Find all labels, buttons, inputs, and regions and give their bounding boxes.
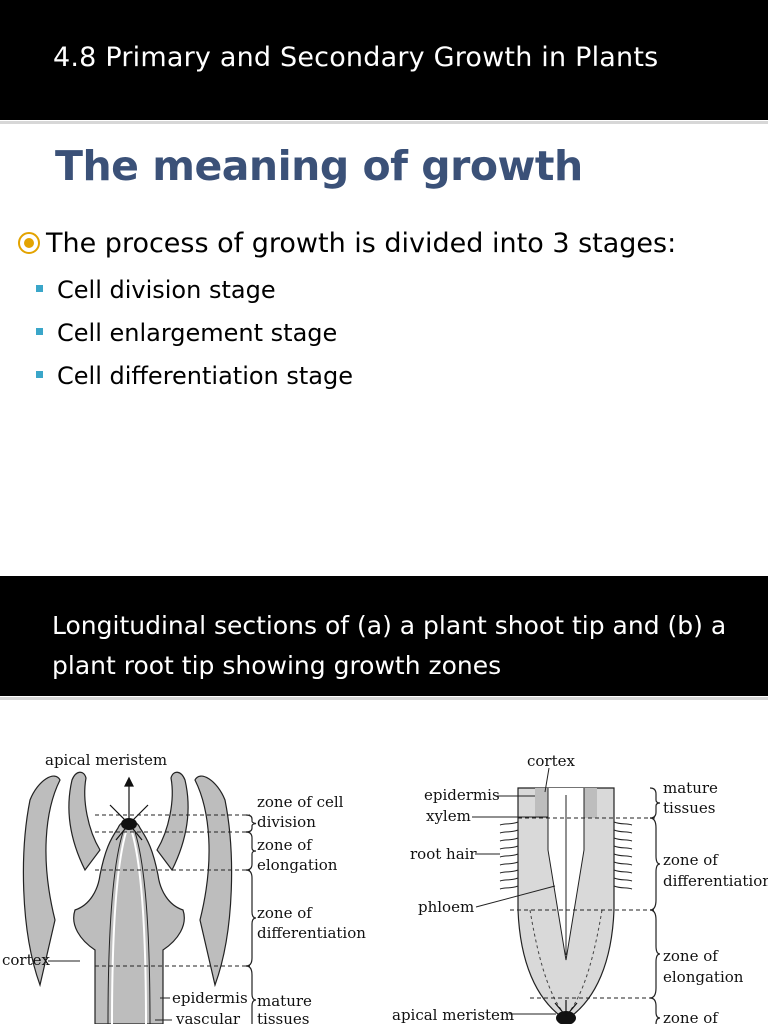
- root-cortex-label: cortex: [527, 752, 576, 770]
- root-zone-differentiation-label: zone of: [663, 851, 719, 869]
- main-bullet-text: The process of growth is divided into 3 …: [46, 228, 677, 259]
- root-zone-elongation-label-2: elongation: [663, 968, 744, 986]
- shoot-tip-drawing: [22, 771, 233, 1025]
- root-xylem-label: xylem: [426, 807, 471, 825]
- root-zone-differentiation-label-2: differentiation: [663, 872, 768, 890]
- slide1-header-bar: 4.8 Primary and Secondary Growth in Plan…: [0, 0, 768, 120]
- sub-bullet-1: Cell division stage: [36, 276, 276, 304]
- slide2-header-rule: [0, 697, 768, 700]
- shoot-zone-cell-division-label-2: division: [257, 813, 316, 831]
- shoot-mature-label: mature: [257, 992, 312, 1010]
- root-meristem-arrows-icon: [554, 1000, 578, 1017]
- root-zone-of-label: zone of: [663, 1009, 719, 1024]
- shoot-zone-differentiation-label: zone of: [257, 904, 313, 922]
- root-epidermis-label: epidermis: [424, 786, 500, 804]
- sub-bullet-3: Cell differentiation stage: [36, 362, 353, 390]
- shoot-zone-elongation-label-2: elongation: [257, 856, 338, 874]
- shoot-epidermis-label: epidermis: [172, 989, 248, 1007]
- root-apical-meristem-label: apical meristem: [392, 1006, 514, 1024]
- root-mature-label-2: tissues: [663, 799, 715, 817]
- shoot-mature-label-2: tissues: [257, 1010, 309, 1024]
- shoot-zone-differentiation-label-2: differentiation: [257, 924, 366, 942]
- shoot-zone-cell-division-label: zone of cell: [257, 793, 344, 811]
- growth-zones-diagram: apical meristem zone of cell division zo…: [0, 700, 768, 1028]
- sub-bullet-text: Cell differentiation stage: [57, 362, 354, 390]
- slide1-header-title: 4.8 Primary and Secondary Growth in Plan…: [53, 42, 659, 73]
- root-mature-label: mature: [663, 779, 718, 797]
- sub-bullet-text: Cell division stage: [57, 276, 276, 304]
- shoot-zone-elongation-label: zone of: [257, 836, 313, 854]
- square-bullet-icon: [36, 284, 43, 292]
- root-hair-label: root hair: [410, 845, 477, 863]
- root-zone-elongation-label: zone of: [663, 947, 719, 965]
- slide2-header-bar: Longitudinal sections of (a) a plant sho…: [0, 576, 768, 696]
- shoot-cortex-label: cortex: [2, 951, 51, 969]
- root-tip-drawing: [517, 787, 615, 1025]
- shoot-vascular: [111, 831, 147, 1025]
- slide-title: The meaning of growth: [55, 142, 583, 190]
- square-bullet-icon: [36, 327, 43, 335]
- circle-bullet-icon: [18, 231, 40, 254]
- root-hairs: [499, 821, 633, 890]
- root-phloem-label: phloem: [418, 898, 474, 916]
- sub-bullet-text: Cell enlargement stage: [57, 319, 338, 347]
- sub-bullet-2: Cell enlargement stage: [36, 319, 337, 347]
- main-bullet: The process of growth is divided into 3 …: [18, 228, 676, 259]
- square-bullet-icon: [36, 370, 43, 378]
- shoot-apical-meristem-label: apical meristem: [45, 751, 167, 769]
- shoot-vascular-label: vascular: [175, 1010, 241, 1024]
- slide1-header-rule: [0, 121, 768, 124]
- slide2-header-title: Longitudinal sections of (a) a plant sho…: [52, 611, 727, 680]
